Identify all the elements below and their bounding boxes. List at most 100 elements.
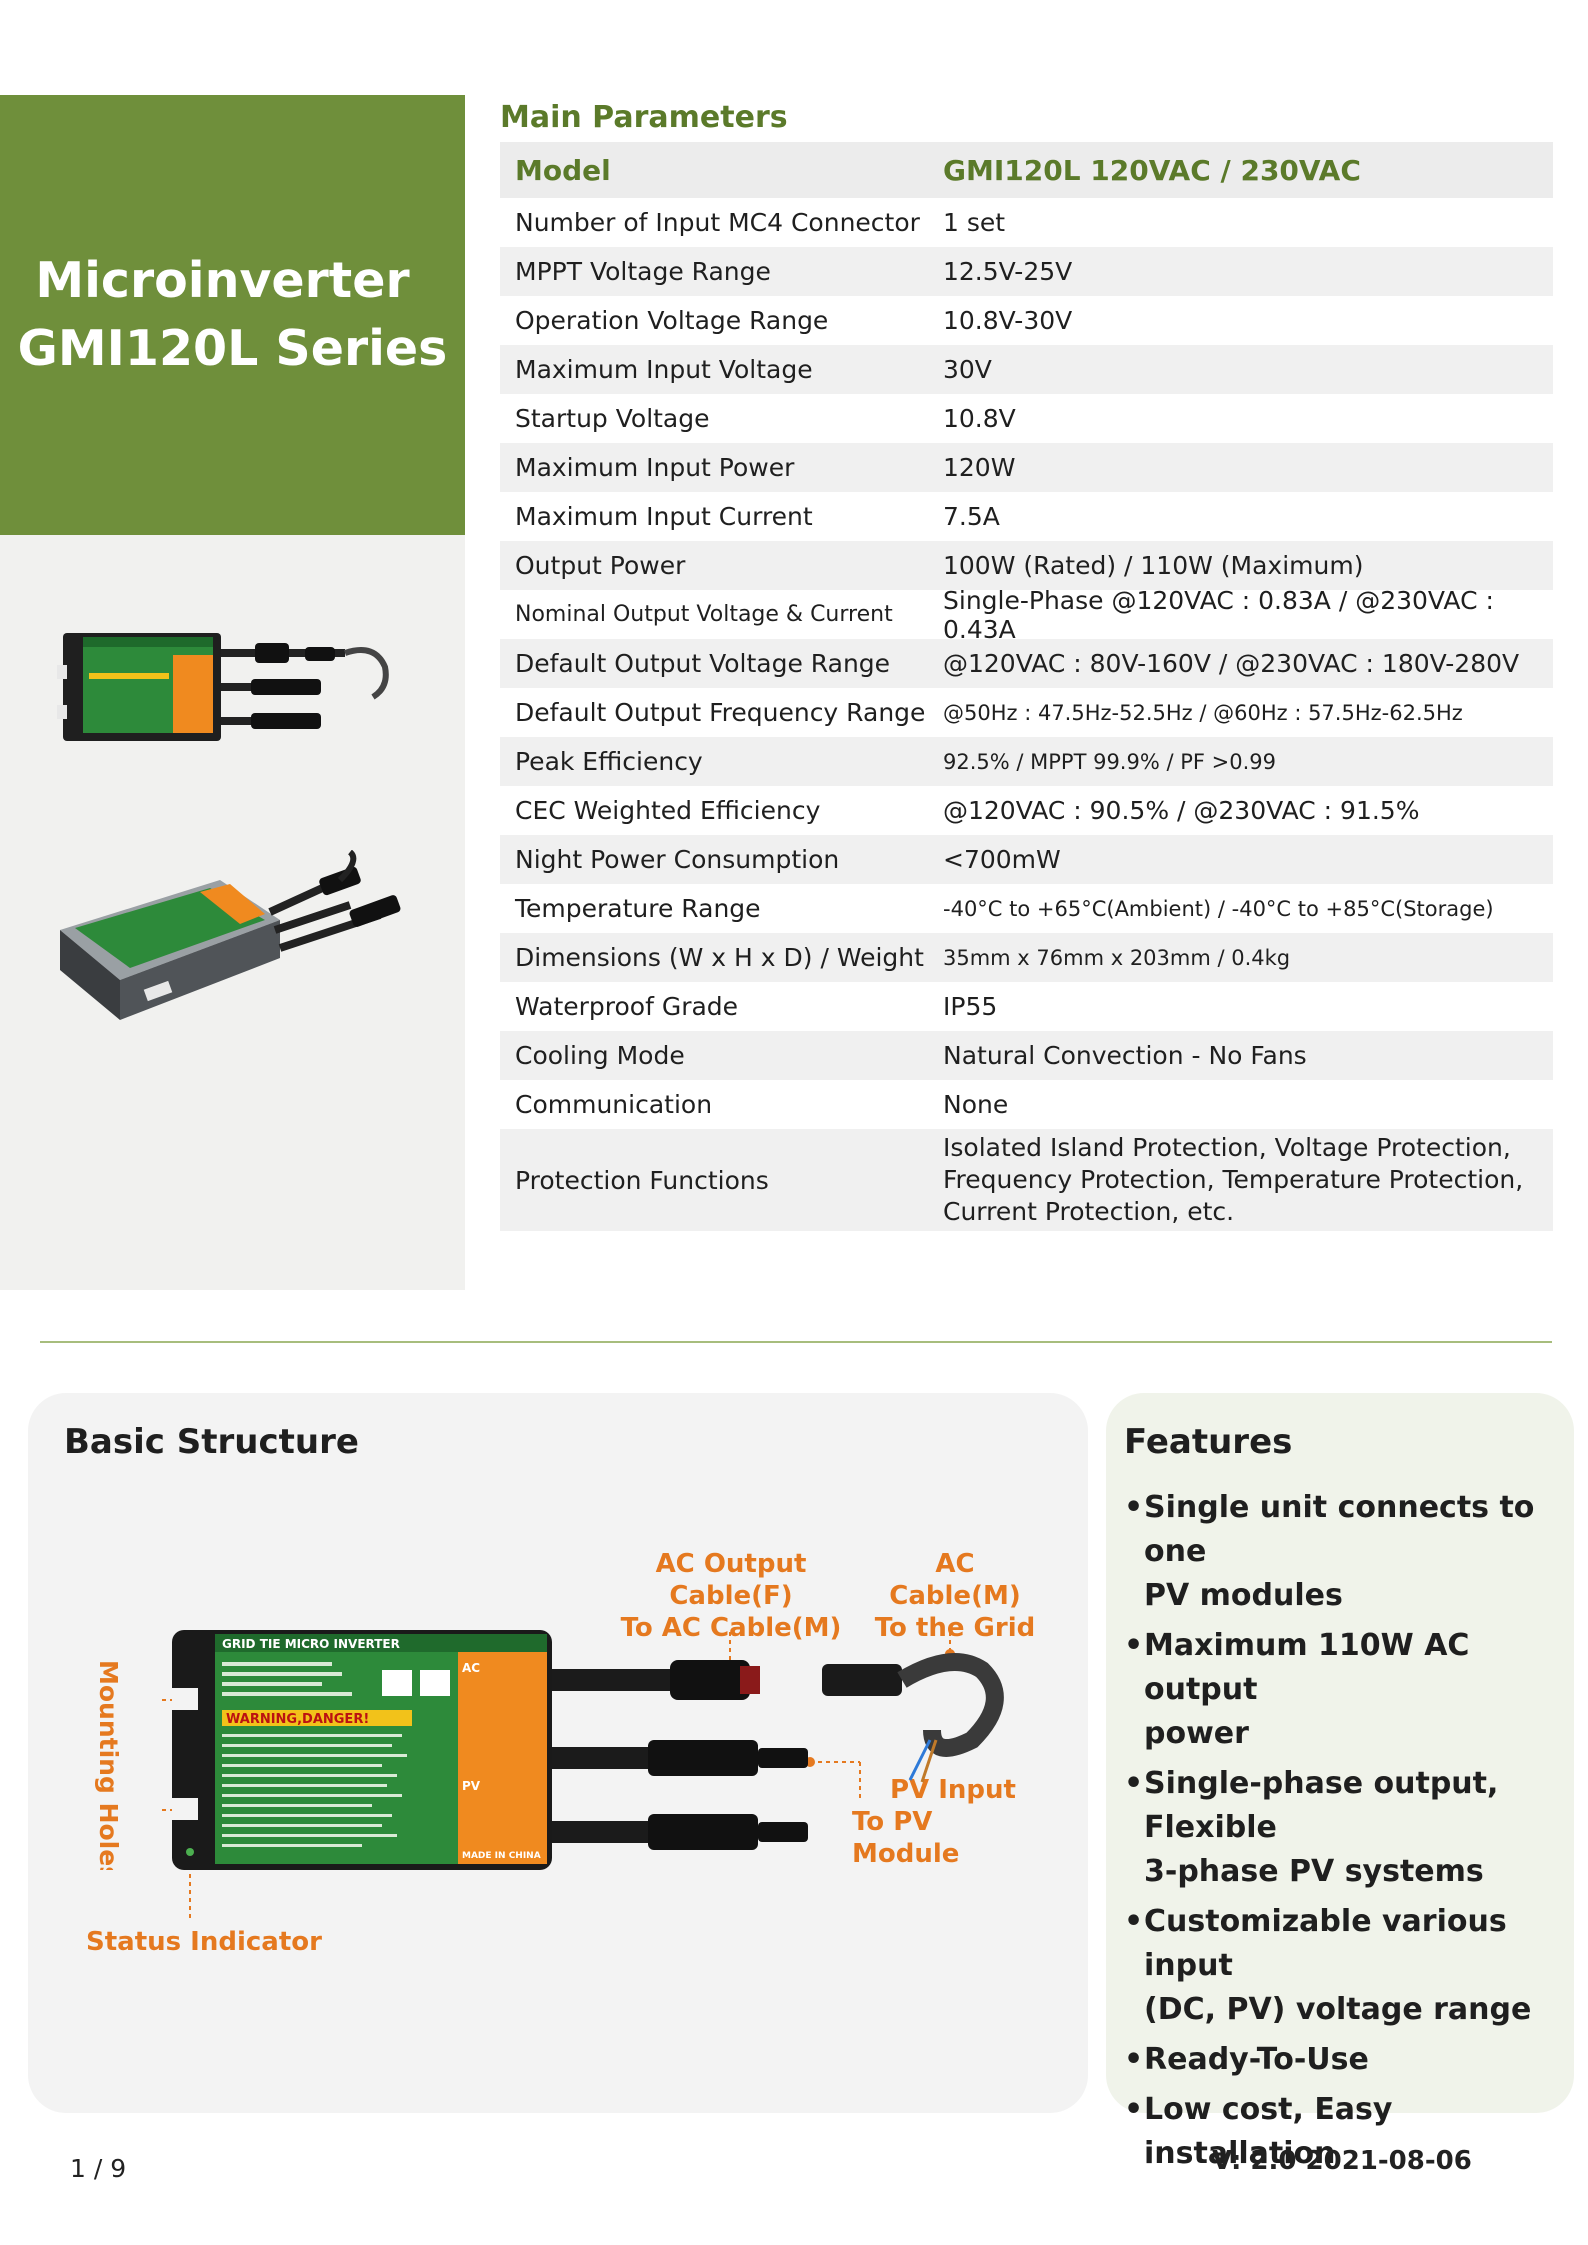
table-row: Communication None bbox=[500, 1080, 1553, 1129]
svg-text:Mounting Holes: Mounting Holes bbox=[94, 1660, 123, 1870]
table-row: Maximum Input Voltage 30V bbox=[500, 345, 1553, 394]
feature-line: (DC, PV) voltage range bbox=[1144, 1992, 1532, 2027]
param-value: 30V bbox=[943, 355, 992, 384]
ac-output-callout: AC Output Cable(F) To AC Cable(M) bbox=[606, 1548, 856, 1644]
param-value: 10.8V-30V bbox=[943, 306, 1073, 335]
param-value: Natural Convection - No Fans bbox=[943, 1041, 1307, 1070]
table-row: Default Output Voltage Range @120VAC : 8… bbox=[500, 639, 1553, 688]
param-label: Default Output Frequency Range bbox=[515, 698, 926, 727]
param-value: @50Hz : 47.5Hz-52.5Hz / @60Hz : 57.5Hz-6… bbox=[943, 700, 1463, 725]
product-photo-angle bbox=[60, 850, 401, 1020]
svg-text:MADE IN CHINA: MADE IN CHINA bbox=[462, 1851, 541, 1861]
features-card bbox=[1106, 1393, 1574, 2113]
table-row: Peak Efficiency 92.5% / MPPT 99.9% / PF … bbox=[500, 737, 1553, 786]
param-value: @120VAC : 80V-160V / @230VAC : 180V-280V bbox=[943, 649, 1520, 678]
table-row: Operation Voltage Range 10.8V-30V bbox=[500, 296, 1553, 345]
table-row: Maximum Input Power 120W bbox=[500, 443, 1553, 492]
version-date: V: 2.0 2021-08-06 bbox=[1212, 2146, 1472, 2176]
list-item: •Low cost, Easy installation bbox=[1124, 2088, 1564, 2176]
feature-line: power bbox=[1144, 1716, 1249, 1751]
status-indicator-callout: Status Indicator bbox=[86, 1927, 322, 1957]
params-title: Main Parameters bbox=[500, 100, 788, 135]
svg-text:PV: PV bbox=[462, 1779, 481, 1793]
param-value: 1 set bbox=[943, 208, 1006, 237]
table-row: MPPT Voltage Range 12.5V-25V bbox=[500, 247, 1553, 296]
param-value: <700mW bbox=[943, 845, 1061, 874]
ac-cable-callout: AC Cable(M) To the Grid bbox=[870, 1548, 1040, 1644]
param-label: Maximum Input Power bbox=[515, 453, 795, 482]
callout-line: AC Cable(M) bbox=[889, 1549, 1021, 1611]
param-value: 92.5% / MPPT 99.9% / PF >0.99 bbox=[943, 749, 1276, 774]
param-label: Waterproof Grade bbox=[515, 992, 739, 1021]
param-label: Number of Input MC4 Connector bbox=[515, 208, 920, 237]
param-label: MPPT Voltage Range bbox=[515, 257, 771, 286]
param-label: Cooling Mode bbox=[515, 1041, 685, 1070]
param-value: 10.8V bbox=[943, 404, 1016, 433]
param-value: 35mm x 76mm x 203mm / 0.4kg bbox=[943, 945, 1291, 970]
callout-line: To the Grid bbox=[874, 1613, 1036, 1643]
features-title: Features bbox=[1124, 1422, 1293, 1462]
params-header-row: Model GMI120L 120VAC / 230VAC bbox=[500, 142, 1553, 198]
product-photo-top bbox=[57, 633, 389, 741]
model-label: Model bbox=[515, 153, 611, 187]
svg-text:AC: AC bbox=[462, 1661, 480, 1675]
param-label: Maximum Input Current bbox=[515, 502, 813, 531]
param-value: 12.5V-25V bbox=[943, 257, 1073, 286]
param-value: 7.5A bbox=[943, 502, 1000, 531]
feature-line: Low cost, Easy installation bbox=[1144, 2092, 1393, 2171]
param-label: CEC Weighted Efficiency bbox=[515, 796, 821, 825]
protection-line: Frequency Protection, Temperature Protec… bbox=[943, 1165, 1524, 1194]
param-label: Protection Functions bbox=[515, 1165, 769, 1195]
param-label: Temperature Range bbox=[515, 894, 761, 923]
inverter-diagram: GRID TIE MICRO INVERTER WARNING,DANGER! … bbox=[160, 1630, 1004, 1920]
table-row: Night Power Consumption <700mW bbox=[500, 835, 1553, 884]
mounting-holes-label: Mounting Holes bbox=[94, 1660, 123, 1870]
model-value: GMI120L 120VAC / 230VAC bbox=[943, 153, 1361, 187]
svg-text:WARNING,DANGER!: WARNING,DANGER! bbox=[226, 1712, 369, 1727]
param-value: 120W bbox=[943, 453, 1016, 482]
param-label: Startup Voltage bbox=[515, 404, 710, 433]
table-row: Startup Voltage 10.8V bbox=[500, 394, 1553, 443]
product-title-line2: GMI120L Series bbox=[17, 320, 448, 377]
section-divider bbox=[40, 1341, 1552, 1343]
table-row-protection: Protection Functions Isolated Island Pro… bbox=[500, 1129, 1553, 1231]
param-label: Communication bbox=[515, 1090, 713, 1119]
feature-line: Customizable various input bbox=[1144, 1904, 1507, 1983]
table-row: Temperature Range -40°C to +65°C(Ambient… bbox=[500, 884, 1553, 933]
table-row: Waterproof Grade IP55 bbox=[500, 982, 1553, 1031]
protection-line: Current Protection, etc. bbox=[943, 1197, 1235, 1226]
param-value: None bbox=[943, 1090, 1009, 1119]
table-row: Number of Input MC4 Connector 1 set bbox=[500, 198, 1553, 247]
param-value: Isolated Island Protection, Voltage Prot… bbox=[943, 1132, 1553, 1228]
table-row: Cooling Mode Natural Convection - No Fan… bbox=[500, 1031, 1553, 1080]
title-banner: Microinverter GMI120L Series bbox=[0, 95, 465, 535]
table-row: CEC Weighted Efficiency @120VAC : 90.5% … bbox=[500, 786, 1553, 835]
feature-line: 3-phase PV systems bbox=[1144, 1854, 1484, 1889]
feature-line: Single unit connects to one bbox=[1144, 1490, 1535, 1569]
param-value: 100W (Rated) / 110W (Maximum) bbox=[943, 551, 1364, 580]
param-label: Nominal Output Voltage & Current bbox=[515, 602, 893, 627]
param-label: Night Power Consumption bbox=[515, 845, 840, 874]
param-label: Default Output Voltage Range bbox=[515, 649, 891, 678]
param-value: -40°C to +65°C(Ambient) / -40°C to +85°C… bbox=[943, 896, 1494, 921]
feature-line: Maximum 110W AC output bbox=[1144, 1628, 1470, 1707]
param-value: Single-Phase @120VAC : 0.83A / @230VAC :… bbox=[943, 585, 1494, 644]
list-item: •Customizable various input(DC, PV) volt… bbox=[1124, 1900, 1564, 2032]
param-label: Output Power bbox=[515, 551, 686, 580]
protection-line: Isolated Island Protection, Voltage Prot… bbox=[943, 1133, 1511, 1162]
param-label: Dimensions (W x H x D) / Weight bbox=[515, 943, 924, 972]
basic-structure-title: Basic Structure bbox=[64, 1422, 359, 1462]
product-title-line1: Microinverter bbox=[35, 252, 410, 309]
table-row: Dimensions (W x H x D) / Weight 35mm x 7… bbox=[500, 933, 1553, 982]
param-label: Maximum Input Voltage bbox=[515, 355, 813, 384]
callout-line: AC Output Cable(F) bbox=[655, 1549, 807, 1611]
svg-text:GRID TIE MICRO INVERTER: GRID TIE MICRO INVERTER bbox=[222, 1637, 400, 1651]
table-row: Maximum Input Current 7.5A bbox=[500, 492, 1553, 541]
feature-line: Single-phase output, Flexible bbox=[1144, 1766, 1499, 1845]
callout-line: To PV Module bbox=[852, 1807, 960, 1869]
param-value: @120VAC : 90.5% / @230VAC : 91.5% bbox=[943, 796, 1420, 825]
